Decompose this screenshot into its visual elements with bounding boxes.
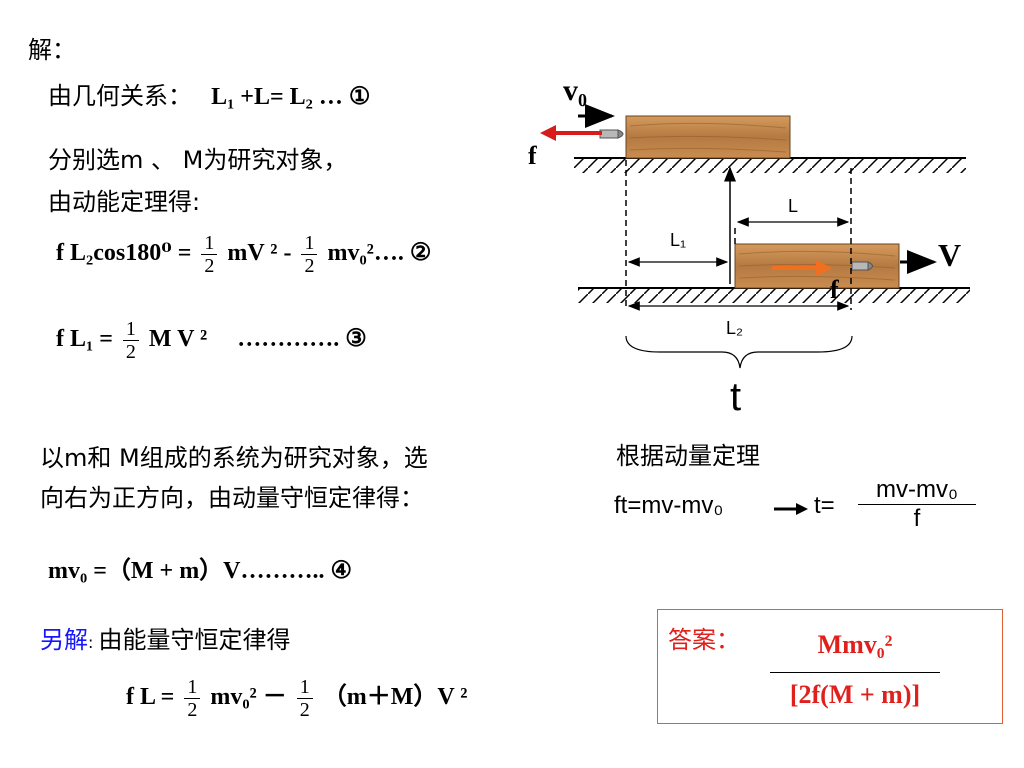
momentum-title: 根据动量定理 — [616, 442, 760, 470]
alt-eq-right: （m＋M）V ² — [322, 684, 468, 711]
bottom-ground — [578, 287, 970, 303]
eq2-right: mv₀²…. ② — [327, 240, 432, 267]
top-ground — [574, 157, 966, 173]
alternate-text: 由能量守恒定律得 — [98, 626, 291, 654]
eq2-mid: mV ² - — [227, 240, 292, 267]
eq2-left: f L₂cos180⁰ = — [56, 240, 192, 267]
v0-label: v₀ — [563, 74, 587, 107]
answer-label: 答案： — [668, 626, 740, 654]
L2-label: L₂ — [726, 318, 743, 338]
eq3-left: f L₁ = — [56, 326, 113, 353]
right-arrow-icon — [774, 503, 808, 515]
bullet-embedded — [851, 261, 873, 271]
momentum-equation: ft=mv-mv₀ — [614, 492, 724, 519]
kinetic-theorem-line: 由动能定理得: — [48, 188, 201, 216]
answer-denominator: [2f(M + m)] — [789, 680, 921, 709]
system-line-1: 以m和 M组成的系统为研究对象，选 — [40, 444, 428, 472]
answer-numerator: Mmv₀² — [817, 630, 893, 659]
answer-fraction-bar — [770, 672, 940, 673]
alternate-colon: : — [88, 633, 94, 652]
alternate-label: 另解 — [40, 626, 88, 654]
t-denominator: f — [913, 505, 921, 532]
geometry-prefix: 由几何关系： — [48, 82, 192, 110]
friction-label-top: f — [528, 141, 537, 170]
alternate-solution-line: 另解: 由能量守恒定律得 — [40, 620, 290, 655]
geometry-equation: L₁ +L= L₂ … ① — [211, 84, 371, 110]
choose-objects-line: 分别选m 、 M为研究对象， — [48, 146, 348, 174]
L1-label: L₁ — [670, 230, 686, 250]
L-label: L — [788, 196, 798, 216]
t-label: t — [730, 375, 741, 419]
dashed-guides — [625, 160, 852, 310]
bullet-initial — [599, 129, 624, 139]
answer-box: 答案： Mmv₀² [2f(M + m)] — [657, 609, 1003, 724]
friction-label-bottom: f — [830, 275, 839, 304]
bullet-block-diagram: v₀ f f V L L₁ L₂ t — [528, 74, 970, 419]
geometry-line: 由几何关系： L₁ +L= L₂ … ① — [48, 76, 370, 111]
alt-eq-left: f L = — [126, 684, 175, 711]
system-line-2: 向右为正方向，由动量守恒定律得： — [40, 484, 424, 512]
t-equals: t= — [814, 492, 835, 519]
t-numerator: mv-mv₀ — [858, 476, 976, 505]
friction-arrow-right-icon — [772, 260, 832, 276]
eq3-right: M V ² — [148, 326, 208, 353]
brace — [625, 335, 853, 369]
friction-arrow-left-icon — [540, 125, 602, 141]
t-fraction: mv-mv₀ f — [858, 476, 976, 533]
V-label: V — [938, 237, 961, 273]
alt-eq-mid: mv₀² － — [210, 684, 287, 711]
solution-label: 解： — [28, 36, 76, 64]
equation-4: mv₀ =（M + m）V……….. ④ — [48, 558, 353, 584]
eq3-dots: …………. ③ — [237, 326, 367, 353]
